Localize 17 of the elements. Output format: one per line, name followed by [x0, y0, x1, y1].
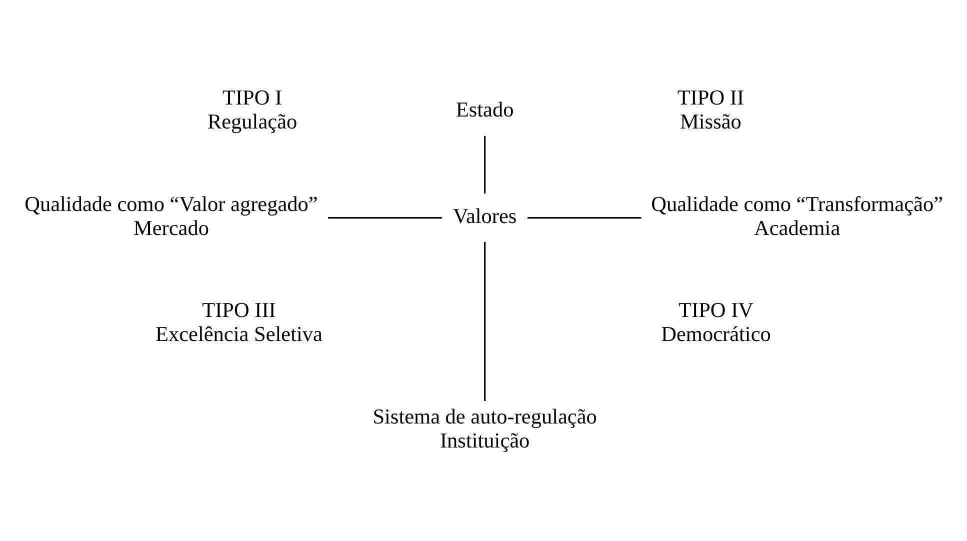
node-text: Sistema de auto-regulação Instituição — [372, 404, 597, 452]
label: Missão — [680, 109, 742, 134]
connector — [484, 135, 486, 194]
label: TIPO IV — [678, 298, 754, 322]
label: TIPO I — [222, 85, 282, 110]
label: TIPO II — [677, 85, 744, 110]
connector — [328, 216, 442, 218]
node-text: Qualidade como “Transformação” Academia — [651, 191, 944, 240]
connector — [484, 242, 486, 400]
node-text: Estado — [456, 97, 514, 122]
label: Excelência Seletiva — [156, 322, 322, 346]
label: Regulação — [207, 109, 298, 134]
label: TIPO III — [202, 298, 276, 322]
node-text: Qualidade como “Valor agregado” Mercado — [24, 191, 318, 240]
node-text: Valores — [452, 203, 517, 228]
connector — [528, 216, 642, 218]
label: Democrático — [661, 322, 771, 346]
